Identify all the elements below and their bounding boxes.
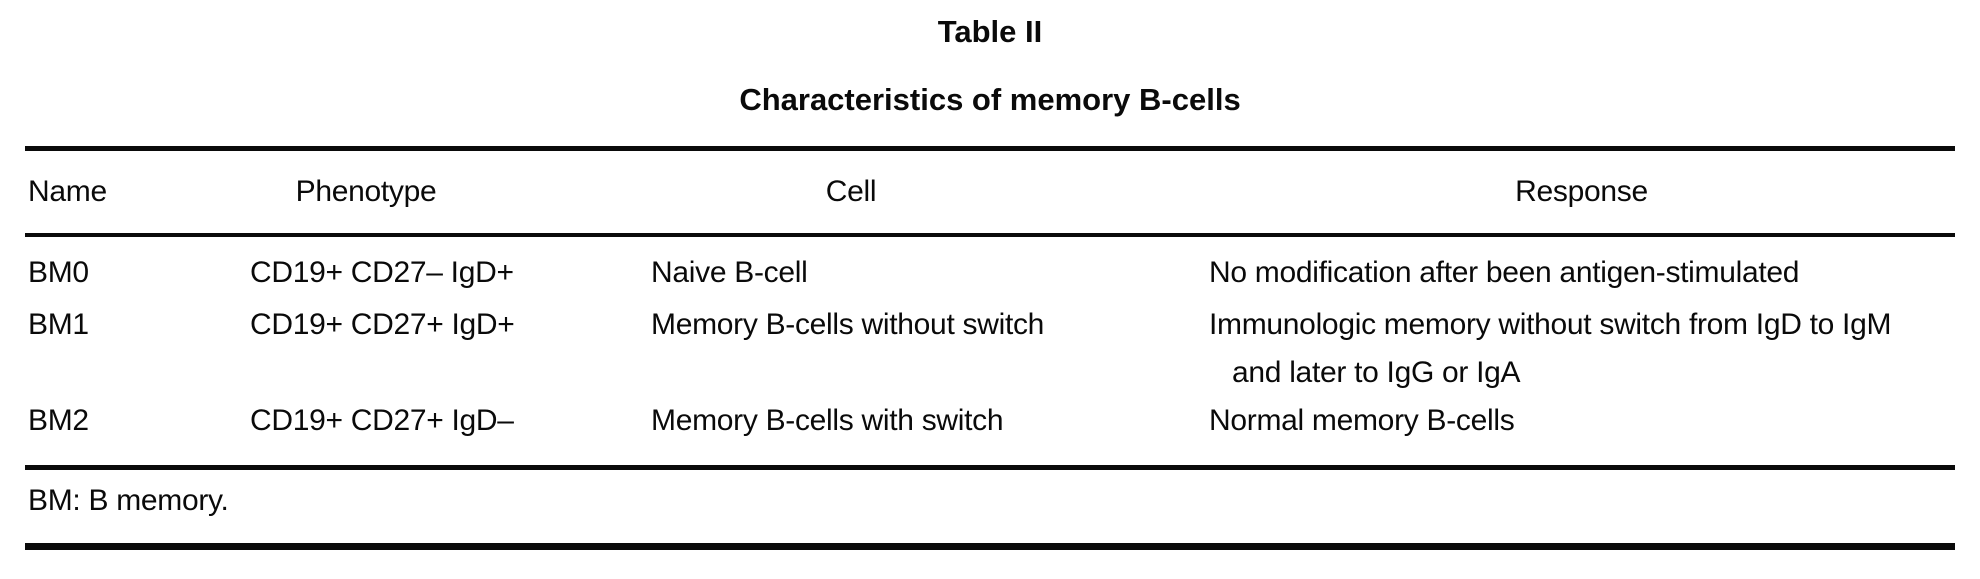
column-header-response: Response bbox=[1515, 175, 1648, 208]
table-header-row: Name Phenotype Cell Response bbox=[25, 151, 1955, 233]
table-title: Characteristics of memory B-cells bbox=[739, 82, 1241, 117]
column-header-cell: Cell bbox=[825, 175, 877, 208]
table-body: BM0 CD19+ CD27– IgD+ Naive B-cell No mod… bbox=[25, 237, 1955, 453]
table-label: Table II bbox=[937, 14, 1043, 49]
cell-phenotype: CD19+ CD27+ IgD– bbox=[250, 404, 514, 437]
table-row-bm0: BM0 CD19+ CD27– IgD+ Naive B-cell No mod… bbox=[25, 249, 1955, 301]
column-header-name: Name bbox=[28, 175, 107, 208]
rule-above-footnote bbox=[25, 465, 1955, 470]
cell-response: Immunologic memory without switch from I… bbox=[1209, 301, 1954, 397]
cell-response: No modification after been antigen-stimu… bbox=[1209, 249, 1954, 301]
cell-phenotype: CD19+ CD27– IgD+ bbox=[250, 256, 514, 289]
table-row-bm1: BM1 CD19+ CD27+ IgD+ Memory B-cells with… bbox=[25, 301, 1955, 397]
table-footnote: BM: B memory. bbox=[28, 484, 229, 517]
rule-top bbox=[25, 146, 1955, 151]
response-line-1: No modification after been antigen-stimu… bbox=[1209, 256, 1800, 289]
rule-bottom bbox=[25, 543, 1955, 550]
cell-phenotype: CD19+ CD27+ IgD+ bbox=[250, 308, 515, 341]
cell-name: BM2 bbox=[28, 404, 89, 437]
column-header-phenotype: Phenotype bbox=[295, 175, 437, 208]
response-line-1: Normal memory B-cells bbox=[1209, 404, 1515, 437]
cell-response: Normal memory B-cells bbox=[1209, 397, 1954, 453]
cell-cell-type: Memory B-cells with switch bbox=[651, 404, 1004, 437]
cell-cell-type: Naive B-cell bbox=[651, 256, 808, 289]
rule-below-header bbox=[25, 233, 1955, 237]
cell-name: BM1 bbox=[28, 308, 89, 341]
cell-cell-type: Memory B-cells without switch bbox=[651, 308, 1045, 341]
response-line-1: Immunologic memory without switch from I… bbox=[1209, 308, 1892, 341]
cell-name: BM0 bbox=[28, 256, 89, 289]
table-row-bm2: BM2 CD19+ CD27+ IgD– Memory B-cells with… bbox=[25, 397, 1955, 453]
response-line-2: and later to IgG or IgA bbox=[1232, 356, 1521, 389]
